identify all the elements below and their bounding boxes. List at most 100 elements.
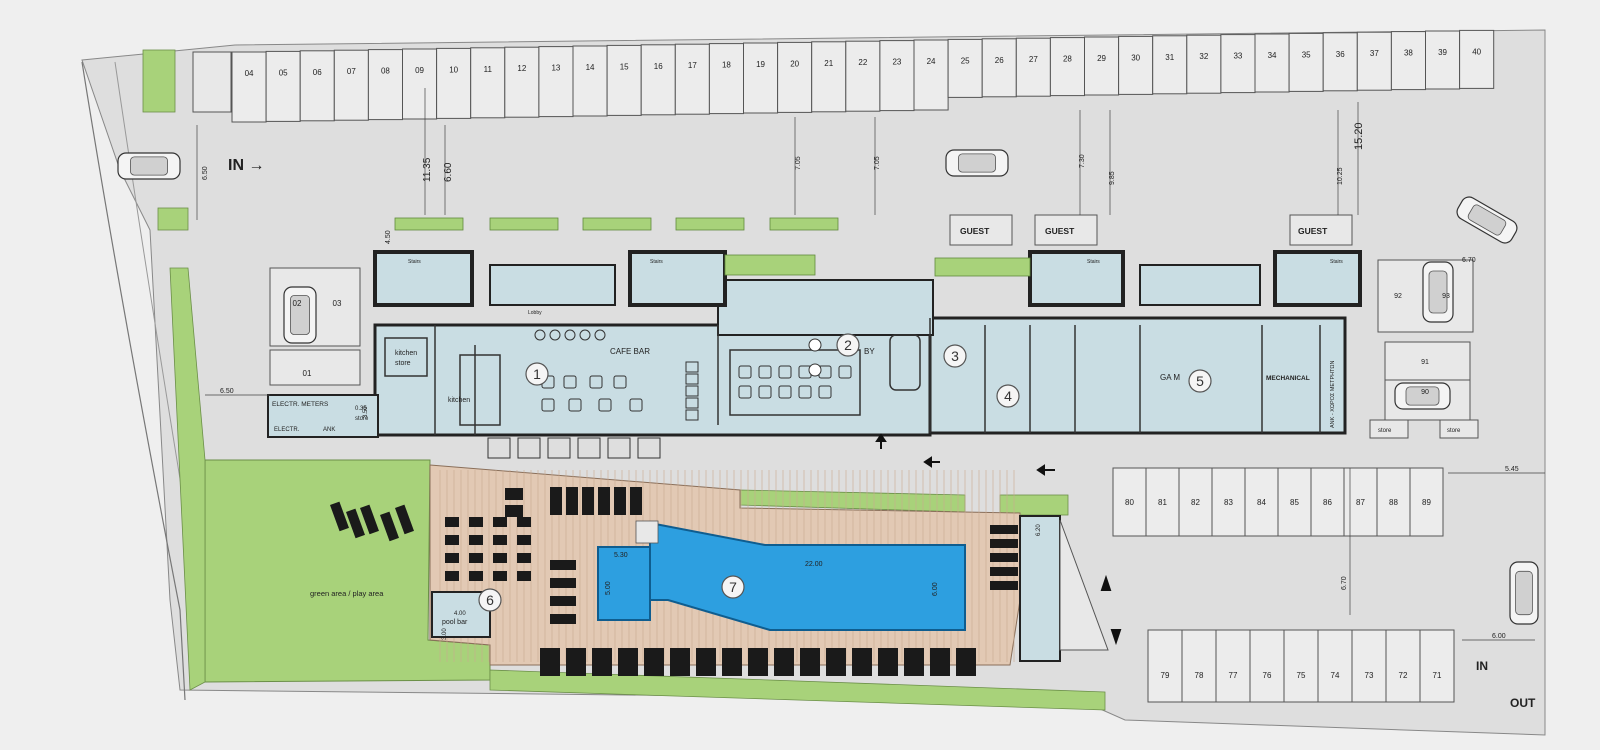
car	[1394, 382, 1451, 410]
parking-stall: 26	[981, 38, 1017, 98]
stall-number: 71	[1433, 671, 1442, 680]
parking-stall: 15	[606, 44, 642, 116]
stall-number: 08	[381, 67, 390, 76]
zone-number: 4	[1004, 388, 1012, 404]
stall-number: 78	[1195, 671, 1204, 680]
green-strip-bottom	[489, 669, 1106, 711]
zone-badge: 4	[996, 384, 1020, 408]
stall-number: 30	[1131, 53, 1140, 62]
in-label-top: IN →	[228, 157, 264, 174]
stall-number: 79	[1161, 671, 1170, 680]
stall-number: 31	[1165, 53, 1174, 62]
stair-block-2	[628, 250, 727, 307]
parking-stall: 19	[743, 42, 779, 114]
parking-stall: 81	[1145, 467, 1180, 537]
metering-label: ΑΝΚ - ΧΩΡΟΣ ΜΕΤΡΗΤΩΝ	[1330, 361, 1336, 428]
out-label: OUT	[1510, 696, 1536, 710]
garage-label: GA M	[1160, 373, 1180, 382]
parking-stall: 25	[947, 38, 983, 98]
parking-stall: 23	[879, 40, 915, 112]
stall-number: 05	[279, 68, 288, 77]
dim-1135: 11.35	[422, 157, 433, 182]
parking-stall: 10	[436, 47, 472, 119]
stall-number: 74	[1331, 671, 1340, 680]
stall-number: 84	[1257, 498, 1266, 507]
guest-boxes	[949, 214, 1353, 246]
stairs-label-4: Stairs	[1330, 259, 1343, 265]
cars	[117, 149, 1539, 625]
dim-620: 6.20	[1036, 524, 1042, 536]
parking-stall: 77	[1215, 629, 1251, 703]
parking-stall: 86	[1310, 467, 1345, 537]
stairs-label-3: Stairs	[1087, 259, 1100, 265]
car	[117, 152, 181, 180]
car	[1509, 561, 1539, 625]
stall-number: 40	[1472, 47, 1481, 56]
lobby-room-label: BY	[864, 347, 875, 356]
stall-number: 37	[1370, 49, 1379, 58]
parking-stall: 28	[1049, 37, 1086, 97]
dim-670-bottom: 6.70	[1341, 576, 1348, 590]
parking-stall: 72	[1385, 629, 1421, 703]
car	[283, 286, 317, 344]
green-box-small	[157, 207, 189, 231]
parking-stall: 84	[1244, 467, 1279, 537]
dim-600-pool: 6.00	[932, 582, 939, 596]
building-east	[928, 316, 1347, 435]
parking-stall: 32	[1186, 34, 1222, 94]
store-label-left: store	[355, 416, 369, 422]
parking-stall: 79	[1147, 629, 1183, 703]
stall-number: 77	[1229, 671, 1238, 680]
stall-number: 76	[1263, 671, 1272, 680]
service-block	[267, 394, 379, 438]
stall-number: 33	[1233, 52, 1242, 61]
parking-stall: 85	[1277, 467, 1312, 537]
stair-block-3	[1028, 250, 1125, 307]
dim-730: 7.30	[1079, 154, 1086, 168]
stall-number: 73	[1365, 671, 1374, 680]
flow-arrows	[875, 433, 1122, 646]
parking-stall: 36	[1322, 32, 1358, 92]
store-label-r1: store	[1378, 428, 1392, 434]
dim-650-top: 6.50	[202, 166, 209, 180]
stall-number: 89	[1422, 498, 1431, 507]
zone-badge: 1	[525, 362, 549, 386]
parking-stall: 82	[1178, 467, 1213, 537]
electr-label: ELECTR.	[274, 427, 300, 433]
lobby-canopy	[717, 279, 934, 336]
zone-number: 2	[844, 337, 852, 353]
zone-number: 7	[729, 579, 737, 595]
car	[945, 149, 1009, 177]
text-layer: IN → IN OUT GUEST GUEST GUEST Stairs Sta…	[202, 122, 1536, 710]
green-box-top	[142, 49, 176, 113]
stall-number-side: 90	[1421, 389, 1429, 396]
stall-number: 15	[620, 62, 629, 71]
parking-stall: 04	[231, 51, 267, 123]
stall-number: 38	[1404, 49, 1413, 58]
dim-545: 5.45	[1505, 466, 1519, 473]
stall-number: 18	[722, 61, 731, 70]
parking-stall: 31	[1152, 35, 1188, 95]
stall-number: 17	[688, 61, 697, 70]
parking-stall: 35	[1288, 32, 1324, 92]
in-label-bottom: IN	[1476, 659, 1488, 673]
parking-stall: 89	[1409, 467, 1444, 537]
store-label-r2: store	[1447, 428, 1461, 434]
mechanical-label: MECHANICAL	[1266, 375, 1310, 382]
stall-number: 21	[824, 59, 833, 68]
stall-number: 19	[756, 60, 765, 69]
pool-bar-label: pool bar	[442, 619, 468, 626]
parking-stall: 24	[913, 39, 949, 111]
stall-number: 06	[313, 68, 322, 77]
stall-number: 04	[245, 69, 254, 78]
parking-stall: 78	[1181, 629, 1217, 703]
stall-number: 85	[1290, 498, 1299, 507]
stall-number: 83	[1224, 498, 1233, 507]
parking-stall: 13	[538, 46, 574, 118]
parking-stall: 09	[402, 48, 438, 120]
stall-number: 86	[1323, 498, 1332, 507]
zone-badge: 5	[1188, 369, 1212, 393]
green-area-label: green area / play area	[310, 589, 384, 598]
